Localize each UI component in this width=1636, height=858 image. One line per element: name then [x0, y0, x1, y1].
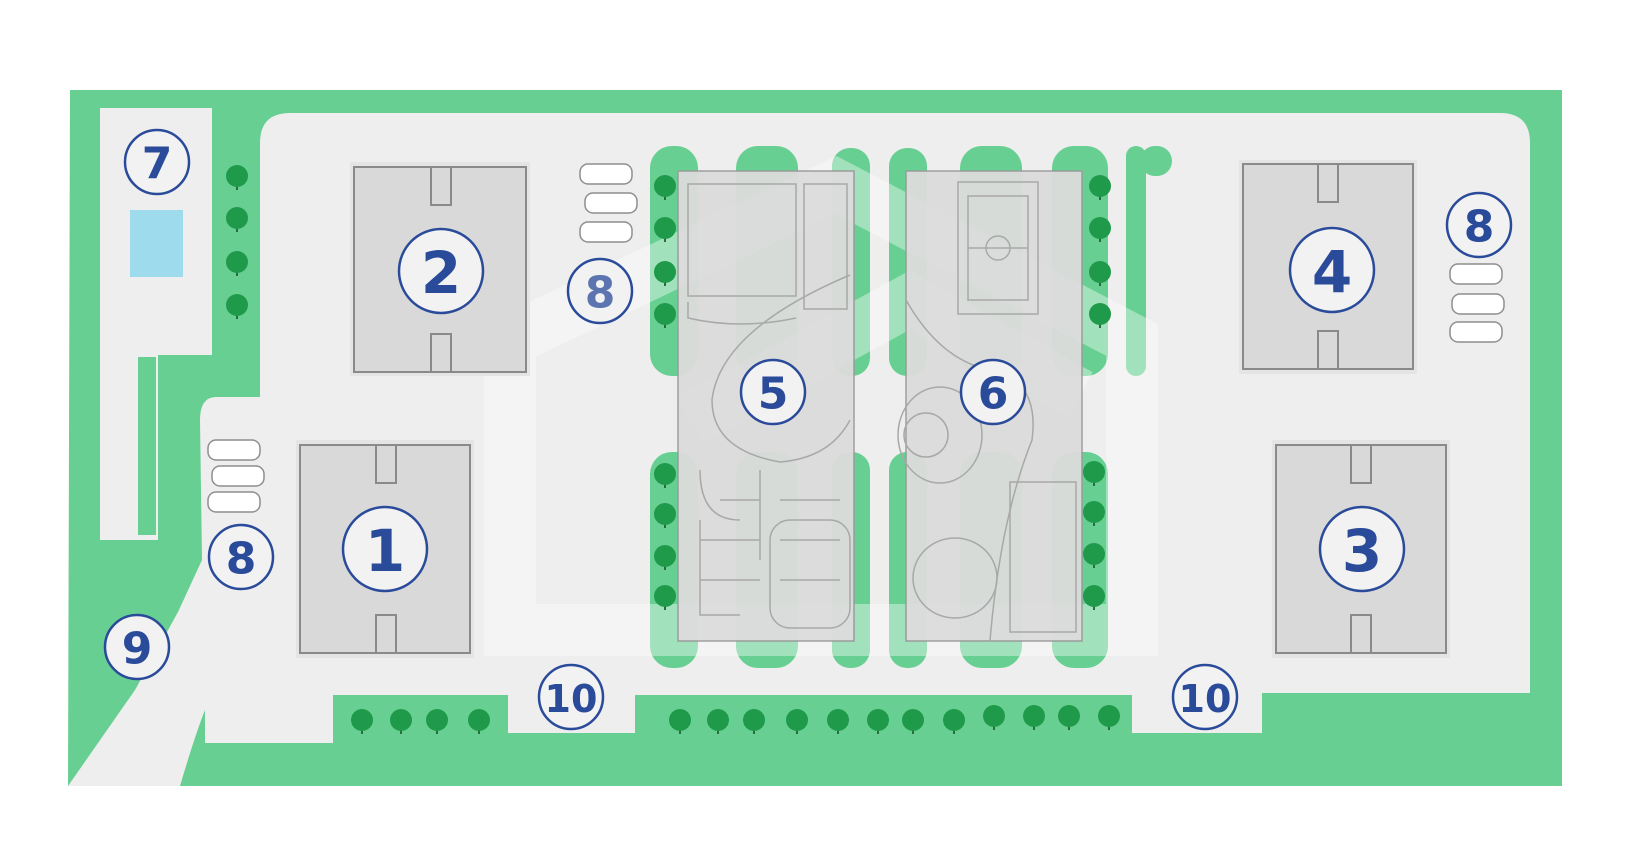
tree	[943, 709, 965, 734]
label-10-a[interactable]: 10	[537, 663, 605, 731]
parked-car	[579, 163, 633, 185]
trees	[226, 165, 1120, 734]
label-8-b[interactable]: 8	[1445, 191, 1513, 259]
tree	[654, 585, 676, 610]
parked-car	[1449, 321, 1503, 343]
tree	[1058, 705, 1080, 730]
tree	[1083, 461, 1105, 486]
tree	[468, 709, 490, 734]
parked-car	[579, 221, 633, 243]
tree	[390, 709, 412, 734]
svg-text:5: 5	[758, 369, 789, 420]
svg-text:6: 6	[978, 369, 1009, 420]
label-8-a[interactable]: 8	[566, 257, 634, 325]
tree	[654, 545, 676, 570]
parked-cars	[207, 163, 1505, 513]
tree	[743, 709, 765, 734]
svg-text:2: 2	[421, 239, 461, 307]
tree	[226, 165, 248, 190]
tree	[226, 251, 248, 276]
tree	[426, 709, 448, 734]
building-2	[350, 162, 530, 376]
label-3[interactable]: 3	[1318, 505, 1406, 593]
svg-text:9: 9	[122, 624, 153, 675]
tree	[654, 463, 676, 488]
label-8-c[interactable]: 8	[207, 523, 275, 591]
tree	[1023, 705, 1045, 730]
tree	[1089, 303, 1111, 328]
label-10-b[interactable]: 10	[1171, 663, 1239, 731]
label-2[interactable]: 2	[397, 227, 485, 315]
label-4[interactable]: 4	[1288, 226, 1376, 314]
tree	[1098, 705, 1120, 730]
parked-car	[1449, 263, 1503, 285]
tree	[1089, 175, 1111, 200]
tree	[654, 217, 676, 242]
svg-text:8: 8	[585, 268, 616, 319]
plot-6	[897, 170, 1083, 642]
tree	[654, 175, 676, 200]
label-7[interactable]: 7	[123, 128, 191, 196]
tree	[902, 709, 924, 734]
label-5[interactable]: 5	[739, 358, 807, 426]
svg-text:3: 3	[1342, 517, 1382, 585]
tree	[867, 709, 889, 734]
tree	[1089, 261, 1111, 286]
parked-car	[207, 439, 261, 461]
tree	[707, 709, 729, 734]
tree	[654, 503, 676, 528]
tree	[226, 294, 248, 319]
tree	[1083, 543, 1105, 568]
svg-text:4: 4	[1312, 238, 1352, 306]
tree	[654, 303, 676, 328]
tree	[1089, 217, 1111, 242]
map-labels: 7 2 8 5 6 4 8 1	[103, 128, 1513, 731]
tree	[786, 709, 808, 734]
svg-text:10: 10	[545, 677, 598, 721]
parked-car	[1451, 293, 1505, 315]
tree	[827, 709, 849, 734]
tree	[351, 709, 373, 734]
parked-car	[211, 465, 265, 487]
tree	[983, 705, 1005, 730]
label-6[interactable]: 6	[959, 358, 1027, 426]
tree	[226, 207, 248, 232]
water-pool	[130, 210, 183, 277]
tree	[1083, 585, 1105, 610]
entrance-green-strip	[138, 357, 156, 535]
svg-text:1: 1	[365, 517, 405, 585]
tree	[669, 709, 691, 734]
parked-car	[207, 491, 261, 513]
svg-text:8: 8	[1464, 202, 1495, 253]
parked-car	[584, 192, 638, 214]
svg-text:10: 10	[1179, 677, 1232, 721]
svg-text:8: 8	[226, 534, 257, 585]
tree	[654, 261, 676, 286]
label-1[interactable]: 1	[341, 505, 429, 593]
svg-text:7: 7	[142, 139, 173, 190]
label-9[interactable]: 9	[103, 613, 171, 681]
tree	[1083, 501, 1105, 526]
entrance-road	[100, 108, 212, 540]
